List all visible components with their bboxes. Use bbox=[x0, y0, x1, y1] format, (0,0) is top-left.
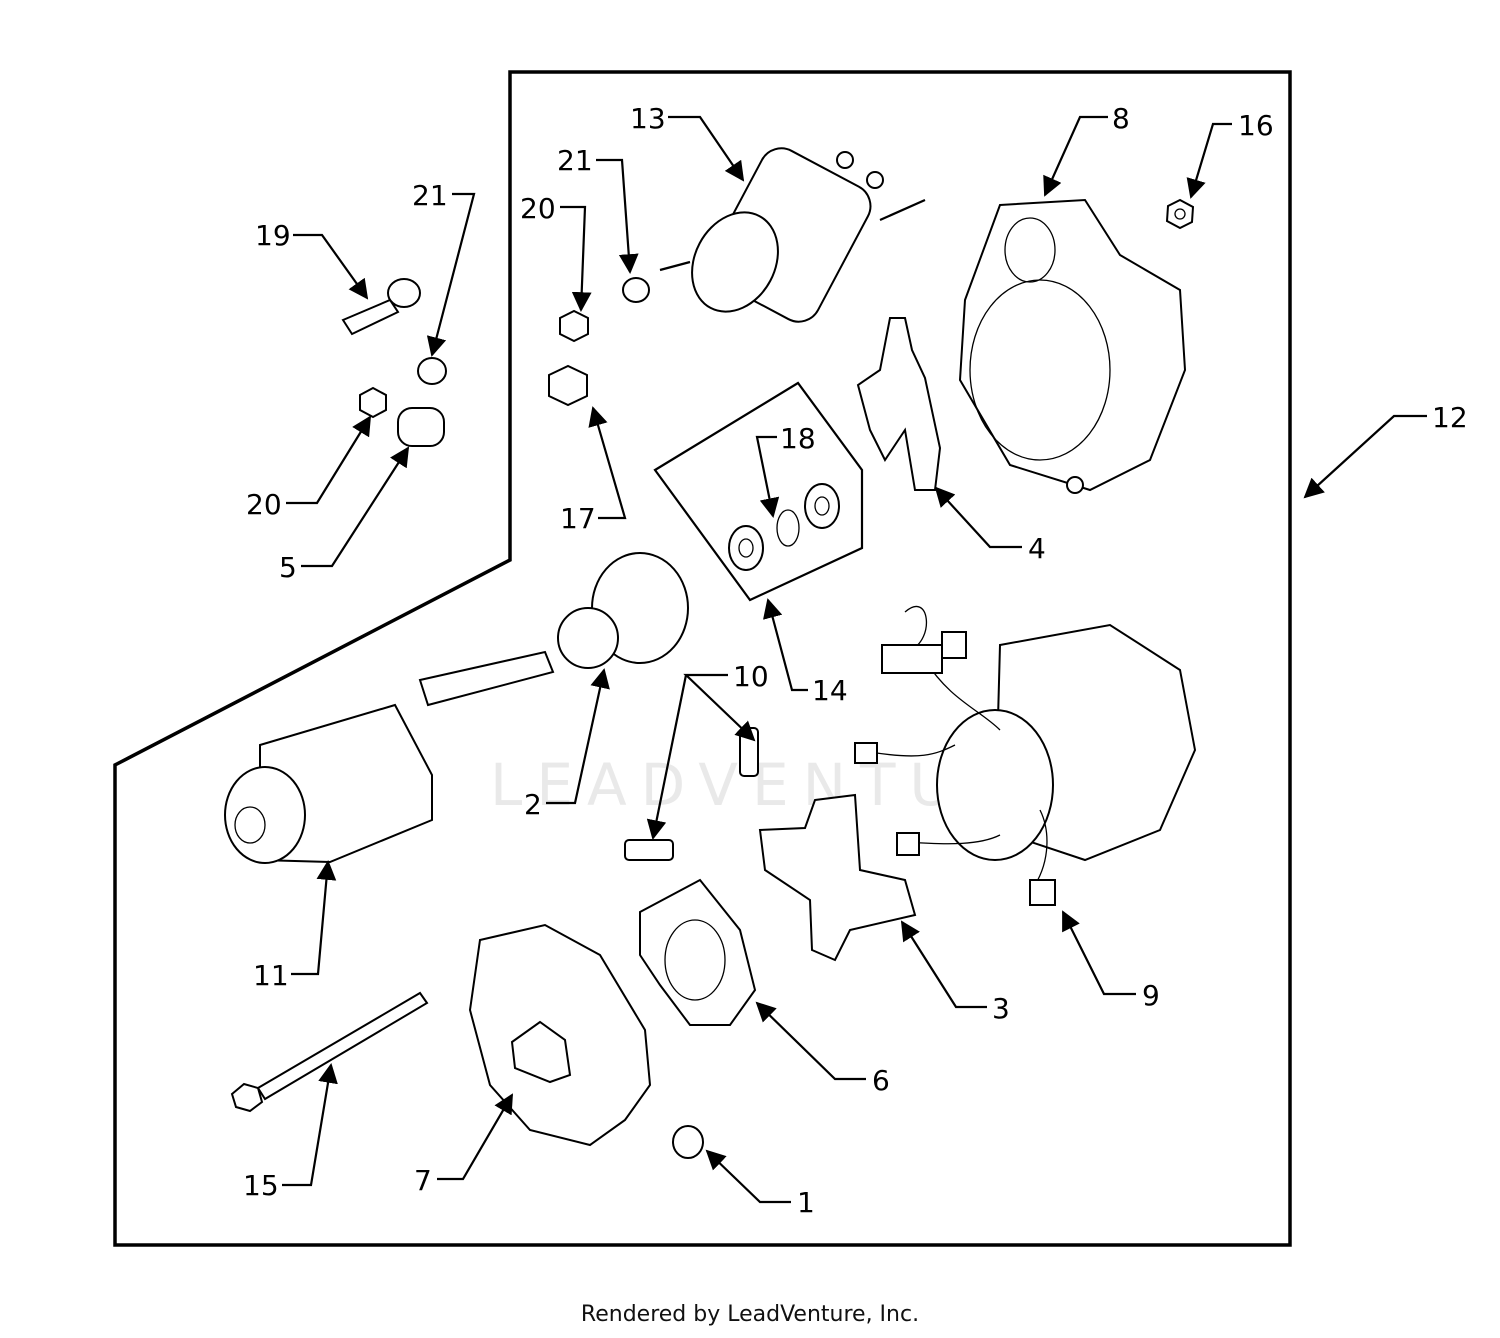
svg-text:2: 2 bbox=[524, 788, 542, 821]
callout-21-left[interactable]: 21 bbox=[412, 179, 476, 357]
callout-10[interactable]: 10 bbox=[646, 660, 769, 840]
svg-text:13: 13 bbox=[630, 102, 666, 135]
callout-6[interactable]: 6 bbox=[755, 1001, 890, 1097]
svg-text:17: 17 bbox=[560, 502, 596, 535]
callout-8[interactable]: 8 bbox=[1043, 102, 1130, 197]
svg-text:20: 20 bbox=[246, 488, 282, 521]
svg-text:21: 21 bbox=[412, 179, 448, 212]
lock-washer-21b-part[interactable] bbox=[622, 277, 650, 303]
callout-21-right[interactable]: 21 bbox=[557, 144, 639, 274]
footer-credit: Rendered by LeadVenture, Inc. bbox=[580, 1302, 920, 1327]
cap-5-part[interactable] bbox=[397, 407, 445, 447]
yoke-field-part[interactable] bbox=[854, 605, 1197, 906]
nut-16-part[interactable] bbox=[1165, 198, 1195, 230]
brush-holder-part[interactable] bbox=[758, 793, 917, 962]
svg-text:10: 10 bbox=[733, 660, 769, 693]
plate-part[interactable] bbox=[639, 878, 757, 1026]
callout-16[interactable]: 16 bbox=[1186, 109, 1274, 199]
svg-text:20: 20 bbox=[520, 192, 556, 225]
callout-1[interactable]: 1 bbox=[705, 1149, 815, 1219]
pinion-clutch-part[interactable] bbox=[557, 552, 689, 669]
nut-17-part[interactable] bbox=[548, 364, 588, 407]
plug-1-part[interactable] bbox=[672, 1125, 704, 1159]
callout-7[interactable]: 7 bbox=[414, 1093, 513, 1197]
callout-11[interactable]: 11 bbox=[253, 860, 337, 992]
svg-text:16: 16 bbox=[1238, 109, 1274, 142]
assembly-boundary bbox=[113, 70, 1292, 1247]
svg-text:9: 9 bbox=[1142, 979, 1160, 1012]
callout-13[interactable]: 13 bbox=[630, 102, 745, 182]
solenoid-part[interactable] bbox=[659, 141, 926, 330]
kit-14-box bbox=[653, 381, 864, 602]
svg-text:5: 5 bbox=[279, 551, 297, 584]
svg-text:8: 8 bbox=[1112, 102, 1130, 135]
svg-text:18: 18 bbox=[780, 422, 816, 455]
svg-text:12: 12 bbox=[1432, 401, 1468, 434]
armature-part[interactable] bbox=[224, 650, 555, 864]
nut-20b-part[interactable] bbox=[559, 309, 589, 343]
svg-text:19: 19 bbox=[255, 219, 291, 252]
shift-lever-part[interactable] bbox=[856, 317, 942, 491]
callout-14[interactable]: 14 bbox=[763, 598, 848, 707]
svg-text:3: 3 bbox=[992, 992, 1010, 1025]
svg-text:15: 15 bbox=[243, 1169, 279, 1202]
callout-4[interactable]: 4 bbox=[934, 486, 1046, 565]
through-bolt-15-part[interactable] bbox=[230, 991, 429, 1113]
callout-5[interactable]: 5 bbox=[279, 446, 410, 584]
callout-15[interactable]: 15 bbox=[243, 1063, 338, 1202]
end-cover-part[interactable] bbox=[468, 923, 652, 1147]
callout-20-left[interactable]: 20 bbox=[246, 415, 372, 521]
nut-20-part[interactable] bbox=[359, 386, 387, 419]
svg-text:4: 4 bbox=[1028, 532, 1046, 565]
svg-text:1: 1 bbox=[797, 1186, 815, 1219]
callout-19[interactable]: 19 bbox=[255, 219, 369, 300]
callout-2[interactable]: 2 bbox=[524, 668, 610, 821]
svg-text:21: 21 bbox=[557, 144, 593, 177]
svg-text:7: 7 bbox=[414, 1164, 432, 1197]
callout-12[interactable]: 12 bbox=[1303, 401, 1468, 499]
svg-text:11: 11 bbox=[253, 959, 289, 992]
callout-20-right[interactable]: 20 bbox=[520, 192, 592, 312]
callout-9[interactable]: 9 bbox=[1062, 910, 1160, 1012]
callout-17[interactable]: 17 bbox=[560, 406, 627, 535]
drive-housing-part[interactable] bbox=[958, 198, 1187, 494]
bolt-19-part[interactable] bbox=[341, 278, 421, 336]
callout-3[interactable]: 3 bbox=[900, 920, 1010, 1025]
svg-text:14: 14 bbox=[812, 674, 848, 707]
svg-text:6: 6 bbox=[872, 1064, 890, 1097]
callout-18[interactable]: 18 bbox=[755, 422, 816, 518]
lock-washer-21-part[interactable] bbox=[417, 357, 447, 385]
